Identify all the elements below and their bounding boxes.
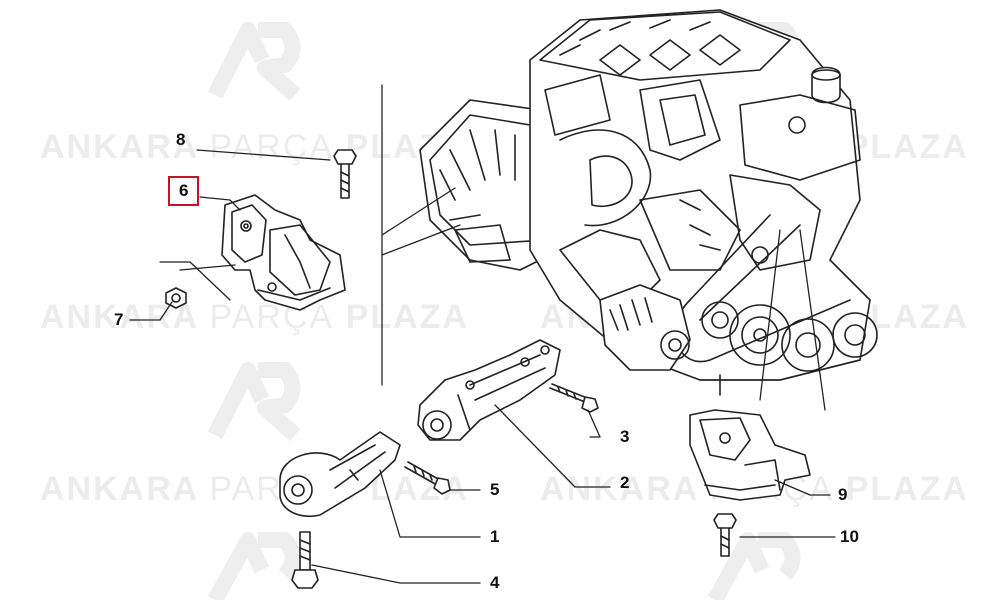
callout-2[interactable]: 2 [620, 473, 630, 492]
callout-5[interactable]: 5 [490, 480, 500, 499]
part-9-mount [689, 409, 811, 501]
callout-9[interactable]: 9 [838, 485, 848, 504]
part-5-bolt [404, 461, 451, 495]
part-4-bolt [291, 531, 319, 589]
leader-lines-engine [381, 84, 826, 411]
part-6-engine-mount [221, 194, 346, 311]
callout-1[interactable]: 1 [490, 527, 500, 546]
callout-leader-lines [129, 149, 836, 584]
callout-8[interactable]: 8 [176, 130, 186, 149]
watermark-logo-icon [207, 362, 301, 441]
part-2-torque-rod [417, 339, 561, 441]
part-8-bolt [333, 149, 357, 199]
watermark-logo-icon [207, 22, 301, 101]
callout-7[interactable]: 7 [114, 310, 124, 329]
part-7-nut [165, 287, 187, 309]
callout-4[interactable]: 4 [490, 573, 500, 592]
callout-3[interactable]: 3 [620, 427, 630, 446]
callout-6[interactable]: 6 [168, 176, 200, 206]
watermark-logo-icon [707, 532, 801, 600]
callout-10[interactable]: 10 [840, 527, 859, 546]
engine-assembly [419, 9, 878, 396]
part-3-bolt [549, 383, 599, 413]
watermark-logo-icon [207, 532, 301, 600]
part-1-lower-mount [279, 431, 401, 517]
part-10-bolt [713, 513, 737, 557]
